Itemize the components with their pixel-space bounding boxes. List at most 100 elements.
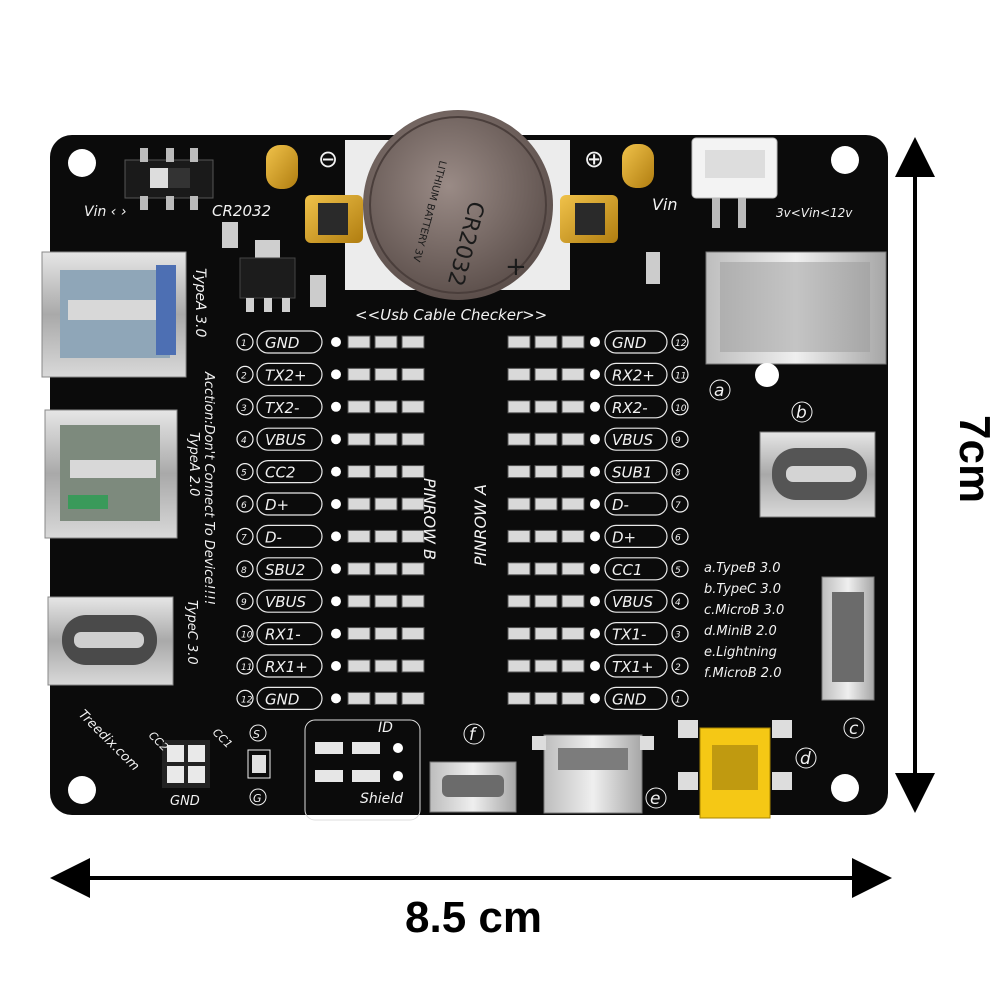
legend-item: a.TypeB 3.0 xyxy=(704,561,781,576)
pin-left-5: 5 CC2 xyxy=(236,460,425,484)
pad-right xyxy=(622,144,654,188)
height-dimension: 7cm xyxy=(950,415,999,503)
svg-text:8: 8 xyxy=(241,566,247,576)
svg-text:11: 11 xyxy=(675,371,686,381)
svg-text:D+: D+ xyxy=(265,496,289,514)
pin-right-4: VBUS 9 xyxy=(507,427,689,451)
svg-text:9: 9 xyxy=(675,436,681,446)
svg-text:a: a xyxy=(714,381,724,401)
svg-text:RX1-: RX1- xyxy=(265,626,301,644)
svg-text:RX2-: RX2- xyxy=(612,399,648,417)
microb-3-port-icon xyxy=(821,576,875,701)
vin-label: Vin xyxy=(652,195,678,214)
svg-text:5: 5 xyxy=(241,469,247,479)
svg-text:S: S xyxy=(253,728,260,741)
svg-text:9: 9 xyxy=(241,598,247,608)
slide-switch-icon xyxy=(124,148,214,210)
pin-left-8: 8 SBU2 xyxy=(236,557,425,581)
pin-left-10: 10 RX1- xyxy=(236,621,425,646)
typec-3-right-port-icon xyxy=(759,431,876,518)
typea-3-port-icon xyxy=(41,251,187,378)
svg-text:GND: GND xyxy=(265,334,299,352)
svg-text:VBUS: VBUS xyxy=(265,431,307,449)
svg-text:10: 10 xyxy=(241,631,253,641)
pin-right-12: GND 1 xyxy=(507,686,689,711)
pin-right-10: TX1- 3 xyxy=(507,621,689,646)
svg-text:G: G xyxy=(253,792,262,805)
cell-plus: + xyxy=(505,252,527,282)
svg-text:TX2+: TX2+ xyxy=(265,366,307,384)
svg-text:RX1+: RX1+ xyxy=(265,658,308,676)
svg-text:11: 11 xyxy=(241,663,252,673)
svg-text:3: 3 xyxy=(241,404,247,414)
pin-left-9: 9 VBUS xyxy=(236,589,425,613)
svg-text:2: 2 xyxy=(241,371,247,381)
pin-left-2: 2 TX2+ xyxy=(236,362,425,386)
pin-left-12: 12 GND xyxy=(236,686,425,711)
svg-text:b: b xyxy=(796,403,807,423)
pin-left-6: 6 D+ xyxy=(236,492,425,516)
connector-legend: a.TypeB 3.0b.TypeC 3.0c.MicroB 3.0d.Mini… xyxy=(704,561,784,681)
svg-text:GND: GND xyxy=(265,690,299,708)
shield-label: Shield xyxy=(360,791,403,807)
svg-text:VBUS: VBUS xyxy=(265,593,307,611)
width-dimension: 8.5 cm xyxy=(405,893,542,942)
pin-right-3: RX2-10 xyxy=(507,395,689,419)
svg-text:1: 1 xyxy=(241,339,247,349)
svg-text:1: 1 xyxy=(675,695,681,705)
pinrow-b-label: PINROW B xyxy=(420,478,439,560)
pin-right-8: CC1 5 xyxy=(507,557,689,581)
id-label: ID xyxy=(378,720,393,736)
svg-text:D+: D+ xyxy=(612,528,636,546)
vin-connector-icon xyxy=(691,137,778,228)
typea-3-label: TypeA 3.0 xyxy=(192,268,208,338)
svg-text:CC2: CC2 xyxy=(265,464,296,482)
legend-item: c.MicroB 3.0 xyxy=(704,603,784,618)
pinrow-a-label: PINROW A xyxy=(471,484,490,566)
svg-text:5: 5 xyxy=(675,566,681,576)
svg-text:7: 7 xyxy=(241,533,247,543)
svg-text:6: 6 xyxy=(241,501,247,511)
svg-text:6: 6 xyxy=(675,533,681,543)
svg-text:VBUS: VBUS xyxy=(612,431,654,449)
svg-text:D-: D- xyxy=(265,528,282,546)
svg-text:VBUS: VBUS xyxy=(612,593,654,611)
svg-text:12: 12 xyxy=(241,695,253,705)
pcb-board xyxy=(50,135,888,815)
svg-text:TX2-: TX2- xyxy=(265,399,299,417)
minib-2-port-icon xyxy=(678,720,792,819)
coin-cell-icon: CR2032 LITHIUM BATTERY 3V + xyxy=(363,110,553,300)
gnd-label: GND xyxy=(170,794,200,809)
typec-3-port-icon xyxy=(47,596,174,686)
pin-left-1: 1 GND xyxy=(236,330,425,354)
pin-right-11: TX1+2 xyxy=(507,654,689,678)
svg-text:3: 3 xyxy=(675,631,681,641)
svg-text:GND: GND xyxy=(612,690,646,708)
caution-line-1: Acction:Don't Connect To Device!!!! xyxy=(201,371,216,605)
plus-mark: ⊕ xyxy=(584,145,604,173)
pin-right-6: D- 7 xyxy=(507,492,689,516)
pin-right-2: RX2+11 xyxy=(507,362,689,386)
svg-text:TX1-: TX1- xyxy=(612,626,646,644)
svg-text:8: 8 xyxy=(675,469,681,479)
cc-pads-icon xyxy=(162,740,210,788)
id-shield-leds: ID Shield xyxy=(304,719,421,821)
svg-text:CC1: CC1 xyxy=(612,561,643,579)
pin-left-3: 3 TX2- xyxy=(236,395,425,419)
svg-text:7: 7 xyxy=(675,501,681,511)
regulator-chip-icon xyxy=(222,222,660,312)
svg-text:SBU2: SBU2 xyxy=(265,561,305,579)
svg-text:D-: D- xyxy=(612,496,629,514)
typeb-3-port-icon xyxy=(705,251,887,387)
switch-vin-label: Vin ‹ › xyxy=(84,204,126,220)
caution-line-2: TypeA 2.0 xyxy=(186,432,201,496)
lightning-port-icon xyxy=(532,734,654,814)
svg-text:SUB1: SUB1 xyxy=(612,464,652,482)
svg-text:2: 2 xyxy=(675,663,681,673)
